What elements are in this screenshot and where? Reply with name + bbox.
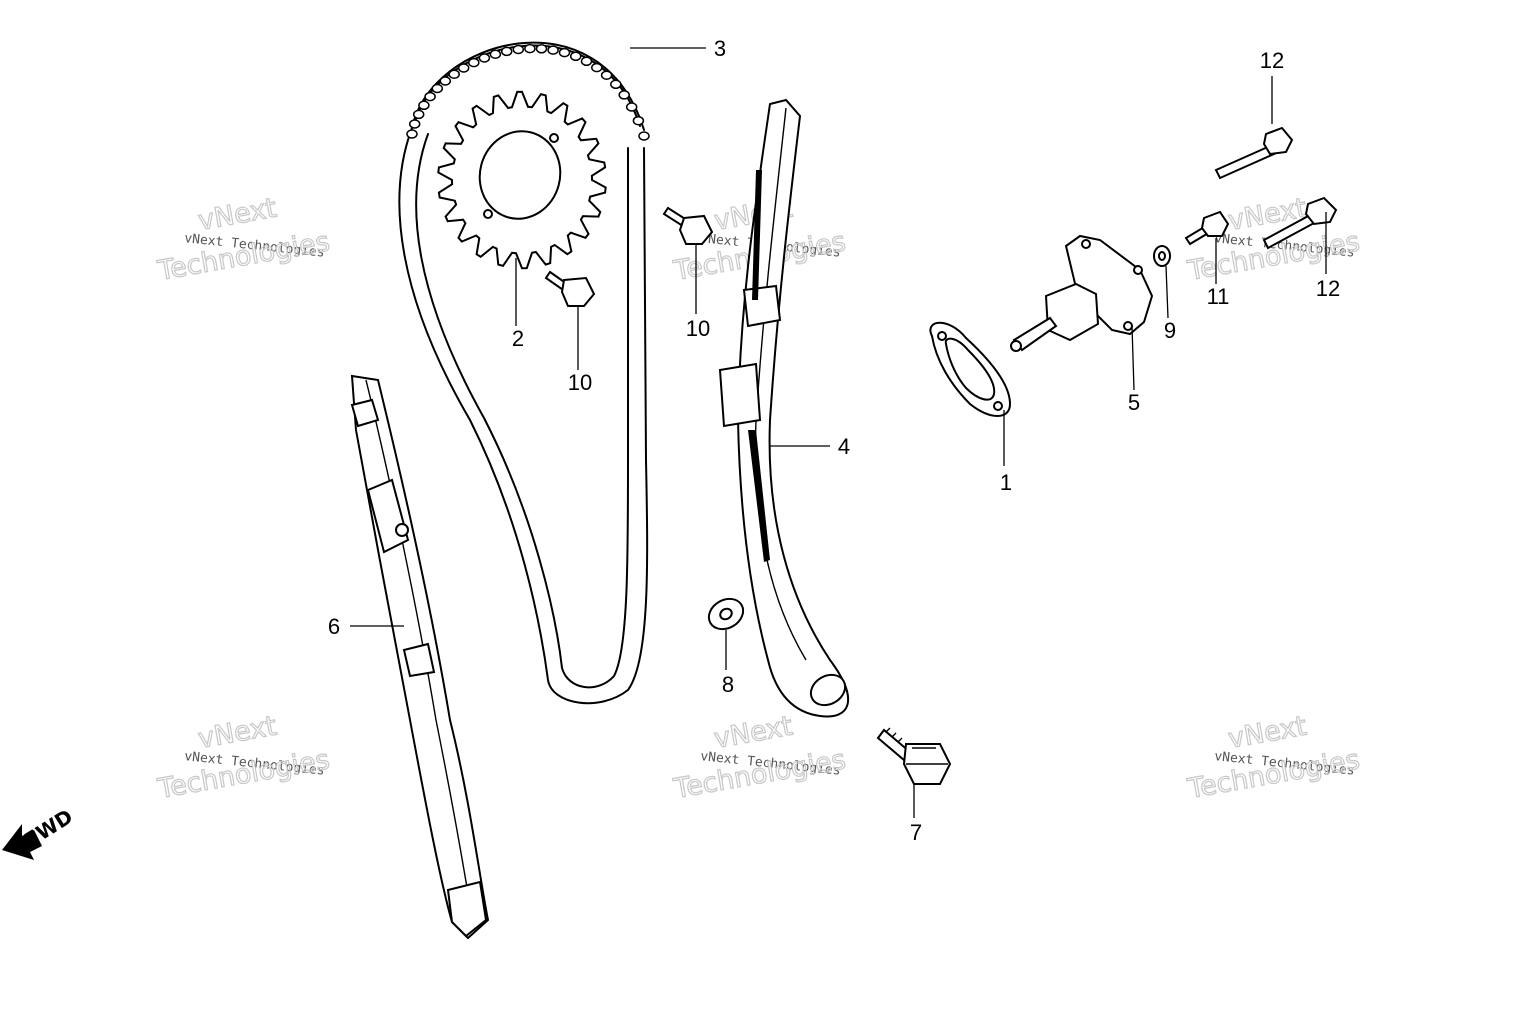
chain-link — [580, 56, 593, 67]
chain-links — [406, 43, 650, 141]
svg-text:vNext: vNext — [712, 711, 795, 755]
svg-text:Technologies: Technologies — [155, 744, 332, 805]
tensioner-bolt-long-lower — [1262, 196, 1338, 250]
forward-direction-arrow: FWD — [2, 804, 77, 860]
front-chain-guide — [350, 374, 490, 940]
chain-tensioner-arm — [718, 98, 849, 718]
callout-4: 4 — [838, 434, 850, 459]
chain-link — [406, 129, 418, 139]
chain-link — [478, 53, 491, 63]
chain-link — [558, 47, 571, 58]
sealing-washer — [1153, 245, 1171, 267]
callout-10-upper: 10 — [686, 316, 710, 341]
watermark-top-left: vNext vNext Technologies Technologies — [154, 192, 332, 288]
callout-7: 7 — [910, 820, 922, 845]
chain-link — [547, 45, 559, 55]
chain-link — [638, 131, 650, 141]
watermark-bottom-right: vNext vNext Technologies Technologies — [1184, 710, 1362, 806]
pivot-bolt — [876, 727, 952, 785]
chain-link — [610, 79, 622, 90]
chain-link — [535, 44, 548, 54]
chain-link — [591, 62, 603, 73]
chain-link — [431, 83, 444, 94]
callout-12-lower: 12 — [1316, 276, 1340, 301]
chain-link — [412, 109, 425, 120]
chain-link — [512, 44, 525, 55]
svg-text:Technologies: Technologies — [671, 744, 848, 805]
chain-link — [418, 100, 430, 111]
svg-text:vNext: vNext — [1226, 711, 1309, 755]
chain-link — [408, 119, 421, 129]
cam-sprocket — [437, 90, 607, 270]
leader-lines — [350, 47, 1327, 818]
chain-link — [468, 57, 480, 68]
callout-8: 8 — [722, 672, 734, 697]
chain-link — [625, 102, 638, 112]
chain-link — [448, 69, 460, 79]
chain-link — [524, 43, 536, 54]
flange-bolt-lower — [544, 270, 596, 307]
chain-link — [500, 46, 513, 57]
callout-2: 2 — [512, 326, 524, 351]
chain-link — [600, 70, 613, 80]
svg-text:Technologies: Technologies — [155, 226, 332, 287]
callout-labels: 1 2 3 4 5 6 7 8 9 10 10 11 12 12 — [328, 36, 1340, 845]
tensioner-bolt-long-upper — [1214, 126, 1294, 180]
svg-text:vNext: vNext — [196, 711, 279, 755]
watermark-bottom-center: vNext vNext Technologies Technologies — [670, 710, 848, 806]
tensioner-bolt-short — [1184, 210, 1230, 246]
chain-link — [439, 76, 452, 86]
callout-6: 6 — [328, 614, 340, 639]
chain-link — [632, 115, 645, 126]
callout-3: 3 — [714, 36, 726, 61]
callout-1: 1 — [1000, 470, 1012, 495]
flange-bolt-upper — [662, 206, 714, 245]
chain-link — [569, 51, 582, 62]
washer — [707, 597, 745, 631]
callout-11: 11 — [1207, 284, 1230, 309]
callout-10-lower: 10 — [568, 370, 592, 395]
callout-5: 5 — [1128, 390, 1140, 415]
chain-link — [457, 63, 470, 73]
chain-link — [618, 90, 630, 100]
fwd-label: FWD — [20, 804, 77, 852]
callout-9: 9 — [1164, 318, 1176, 343]
tensioner-gasket — [929, 321, 1012, 417]
chain-link — [424, 91, 436, 102]
svg-text:Technologies: Technologies — [1185, 744, 1362, 805]
chain-link — [489, 49, 502, 59]
cam-chain — [398, 41, 650, 705]
svg-text:vNext: vNext — [196, 193, 279, 237]
chain-tensioner-body — [1010, 234, 1154, 352]
watermark-bottom-left: vNext vNext Technologies Technologies — [154, 710, 332, 806]
callout-12-upper: 12 — [1260, 48, 1284, 73]
